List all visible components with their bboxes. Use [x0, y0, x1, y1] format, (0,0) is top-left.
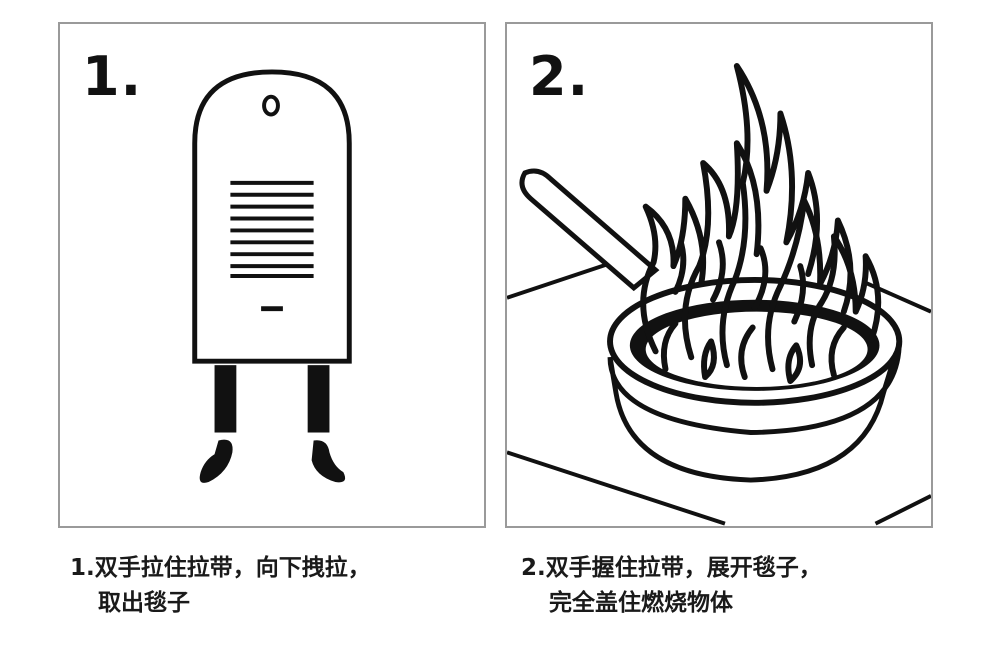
right-strap [307, 365, 330, 433]
flames [640, 63, 882, 384]
pan-wall [607, 340, 902, 483]
step-number: 2. [529, 45, 590, 108]
caption-line: 2.双手握住拉带，展开毯子， [521, 555, 822, 581]
caption-line: 1.双手拉住拉带，向下拽拉， [70, 555, 371, 581]
caption-line: 完全盖住燃烧物体 [549, 590, 733, 616]
left-strap [214, 365, 237, 433]
burning-pan-illustration [507, 63, 931, 526]
step-1-panel: 1. [58, 22, 486, 528]
step-number: 1. [82, 45, 143, 108]
label-stripes [230, 180, 314, 278]
step-1-caption: 1.双手拉住拉带，向下拽拉， 取出毯子 [70, 551, 371, 621]
step-2-caption: 2.双手握住拉带，展开毯子， 完全盖住燃烧物体 [521, 551, 822, 621]
caption-line: 取出毯子 [98, 590, 190, 616]
step-2-panel: 2. [505, 22, 933, 528]
hanging-hole [262, 94, 280, 117]
fire-blanket-pouch-illustration [192, 69, 352, 483]
left-strap-tab [199, 439, 233, 483]
right-strap-tab [311, 440, 346, 483]
